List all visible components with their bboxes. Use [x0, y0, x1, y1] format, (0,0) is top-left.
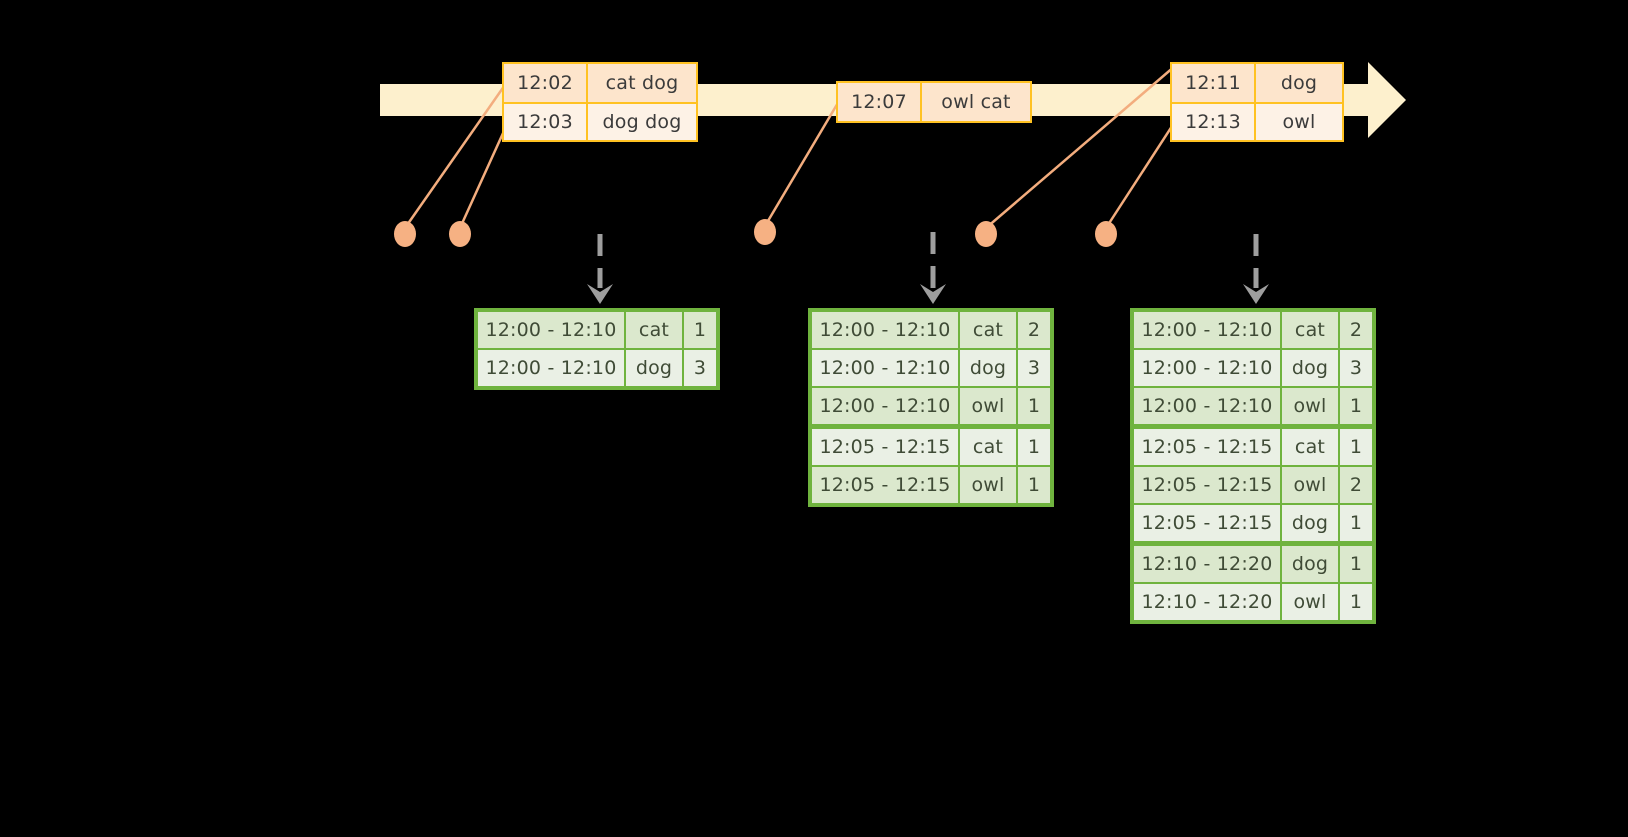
timeline-event-row: 12:02 cat dog [504, 64, 696, 102]
event-time: 12:13 [1172, 104, 1256, 140]
cell-key: dog [1282, 546, 1338, 582]
cell-window: 12:05 - 12:15 [1134, 467, 1280, 503]
event-value: owl [1256, 104, 1342, 140]
cell-window: 12:00 - 12:10 [1134, 312, 1280, 348]
event-anchor-dot-1 [394, 221, 416, 247]
event-time: 12:07 [838, 83, 922, 121]
emit-arrow-1-head-icon [587, 284, 613, 304]
cell-window: 12:00 - 12:10 [1134, 388, 1280, 424]
cell-window: 12:05 - 12:15 [1134, 429, 1280, 465]
leader-line-5 [1104, 119, 1178, 229]
timeline-event-box-2[interactable]: 12:07 owl cat [836, 81, 1032, 123]
cell-count: 1 [1018, 467, 1050, 503]
cell-count: 3 [1340, 350, 1372, 386]
event-time: 12:11 [1172, 64, 1256, 102]
timeline-event-row: 12:03 dog dog [504, 102, 696, 140]
event-anchor-dot-4 [975, 221, 997, 247]
cell-window: 12:00 - 12:10 [812, 350, 958, 386]
timeline-event-row: 12:13 owl [1172, 102, 1342, 140]
cell-count: 3 [1018, 350, 1050, 386]
cell-count: 2 [1340, 467, 1372, 503]
cell-window: 12:05 - 12:15 [1134, 505, 1280, 541]
cell-key: dog [626, 350, 682, 386]
cell-window: 12:05 - 12:15 [812, 429, 958, 465]
cell-window: 12:10 - 12:20 [1134, 584, 1280, 620]
cell-window: 12:05 - 12:15 [812, 467, 958, 503]
cell-window: 12:00 - 12:10 [1134, 350, 1280, 386]
cell-window: 12:00 - 12:10 [812, 312, 958, 348]
event-anchor-dot-3 [754, 219, 776, 245]
cell-key: cat [1282, 312, 1338, 348]
event-time: 12:03 [504, 104, 588, 140]
cell-count: 1 [1340, 505, 1372, 541]
cell-count: 1 [1340, 546, 1372, 582]
cell-key: owl [1282, 467, 1338, 503]
cell-key: dog [1282, 505, 1338, 541]
cell-count: 1 [1340, 388, 1372, 424]
cell-window: 12:10 - 12:20 [1134, 546, 1280, 582]
cell-key: dog [1282, 350, 1338, 386]
cell-key: cat [960, 429, 1016, 465]
timeline-event-box-3[interactable]: 12:11 dog 12:13 owl [1170, 62, 1344, 142]
emit-arrow-2-head-icon [920, 284, 946, 304]
cell-count: 2 [1018, 312, 1050, 348]
timeline-event-row: 12:07 owl cat [838, 83, 1030, 121]
cell-count: 3 [684, 350, 716, 386]
timeline-arrowhead-icon [1368, 62, 1406, 138]
cell-key: owl [960, 467, 1016, 503]
event-anchor-dot-5 [1095, 221, 1117, 247]
timeline-event-box-1[interactable]: 12:02 cat dog 12:03 dog dog [502, 62, 698, 142]
cell-count: 1 [684, 312, 716, 348]
cell-key: cat [626, 312, 682, 348]
event-value: dog dog [588, 104, 696, 140]
cell-key: cat [1282, 429, 1338, 465]
timeline-event-row: 12:11 dog [1172, 64, 1342, 102]
event-value: cat dog [588, 64, 696, 102]
cell-count: 2 [1340, 312, 1372, 348]
cell-window: 12:00 - 12:10 [478, 312, 624, 348]
cell-key: owl [1282, 584, 1338, 620]
event-value: owl cat [922, 83, 1030, 121]
cell-count: 1 [1018, 388, 1050, 424]
event-value: dog [1256, 64, 1342, 102]
cell-count: 1 [1340, 429, 1372, 465]
emit-arrow-3-head-icon [1243, 284, 1269, 304]
event-time: 12:02 [504, 64, 588, 102]
cell-count: 1 [1018, 429, 1050, 465]
cell-key: cat [960, 312, 1016, 348]
cell-window: 12:00 - 12:10 [812, 388, 958, 424]
cell-key: owl [960, 388, 1016, 424]
cell-count: 1 [1340, 584, 1372, 620]
cell-window: 12:00 - 12:10 [478, 350, 624, 386]
event-anchor-dot-2 [449, 221, 471, 247]
cell-key: dog [960, 350, 1016, 386]
cell-key: owl [1282, 388, 1338, 424]
